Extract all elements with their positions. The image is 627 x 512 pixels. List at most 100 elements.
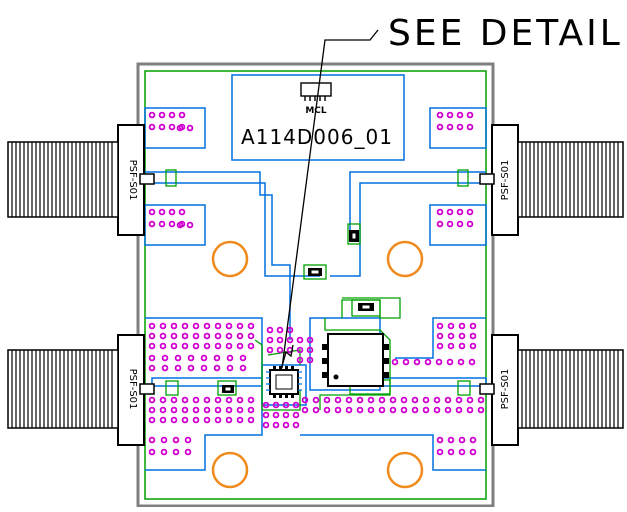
via <box>436 220 444 228</box>
via <box>477 406 485 414</box>
via <box>159 342 167 350</box>
via <box>389 396 397 404</box>
detail-ic <box>266 366 302 398</box>
via <box>458 342 466 350</box>
via <box>236 342 244 350</box>
via <box>402 358 410 366</box>
via <box>247 416 255 424</box>
via <box>225 416 233 424</box>
via <box>456 111 464 119</box>
connector-label-top-left: PSF-S01 <box>127 160 138 201</box>
via <box>323 406 331 414</box>
via <box>148 436 156 444</box>
via <box>466 406 474 414</box>
via <box>444 396 452 404</box>
chip-logo-icon <box>300 82 332 101</box>
via <box>458 436 466 444</box>
via <box>436 342 444 350</box>
via <box>456 220 464 228</box>
connector-label-bottom-right: PSF-S01 <box>500 369 511 410</box>
via <box>458 448 466 456</box>
via <box>457 358 465 366</box>
via <box>192 406 200 414</box>
via <box>159 332 167 340</box>
via <box>158 111 166 119</box>
via <box>236 416 244 424</box>
via <box>422 406 430 414</box>
via <box>367 396 375 404</box>
via <box>292 421 300 429</box>
via <box>391 358 399 366</box>
via <box>435 358 443 366</box>
via <box>203 332 211 340</box>
via <box>266 346 274 354</box>
via <box>323 396 331 404</box>
via <box>446 123 454 131</box>
via <box>186 124 194 132</box>
rf-ic-package <box>322 333 389 387</box>
via <box>181 332 189 340</box>
via <box>424 358 432 366</box>
mounting-hole <box>386 240 424 278</box>
via <box>181 406 189 414</box>
via <box>296 346 304 354</box>
via <box>214 332 222 340</box>
via <box>282 411 290 419</box>
via <box>296 356 304 364</box>
via <box>378 396 386 404</box>
via <box>186 221 194 229</box>
via <box>236 396 244 404</box>
via <box>272 411 280 419</box>
via <box>436 208 444 216</box>
via <box>213 364 221 372</box>
via <box>266 336 274 344</box>
via <box>458 322 466 330</box>
mounting-hole <box>211 451 249 489</box>
via <box>203 396 211 404</box>
label-box: MCL A114D006_01 <box>231 74 405 161</box>
via <box>247 322 255 330</box>
via <box>159 406 167 414</box>
via <box>306 346 314 354</box>
via <box>469 322 477 330</box>
via <box>192 396 200 404</box>
via <box>148 448 156 456</box>
via <box>168 111 176 119</box>
via <box>446 208 454 216</box>
via <box>469 436 477 444</box>
via <box>181 322 189 330</box>
via <box>203 342 211 350</box>
via <box>214 396 222 404</box>
via <box>170 322 178 330</box>
via <box>236 332 244 340</box>
via <box>436 123 444 131</box>
sma-connector-top-left: PSF-S01 <box>7 124 155 236</box>
via <box>172 436 180 444</box>
via <box>422 396 430 404</box>
via <box>203 406 211 414</box>
via <box>161 354 169 362</box>
via <box>160 436 168 444</box>
via <box>301 406 309 414</box>
via <box>301 396 309 404</box>
rf-traces <box>144 107 487 471</box>
via <box>282 401 290 409</box>
via <box>168 220 176 228</box>
via <box>345 406 353 414</box>
via <box>436 111 444 119</box>
via <box>466 111 474 119</box>
via <box>148 342 156 350</box>
via <box>159 396 167 404</box>
via <box>159 416 167 424</box>
part-number: A114D006_01 <box>241 125 393 149</box>
via <box>446 220 454 228</box>
via <box>433 396 441 404</box>
via <box>292 401 300 409</box>
via <box>447 448 455 456</box>
connector-label-top-right: PSF-S01 <box>500 160 511 201</box>
via <box>306 336 314 344</box>
via <box>239 354 247 362</box>
via <box>466 396 474 404</box>
via <box>272 421 280 429</box>
via <box>469 342 477 350</box>
